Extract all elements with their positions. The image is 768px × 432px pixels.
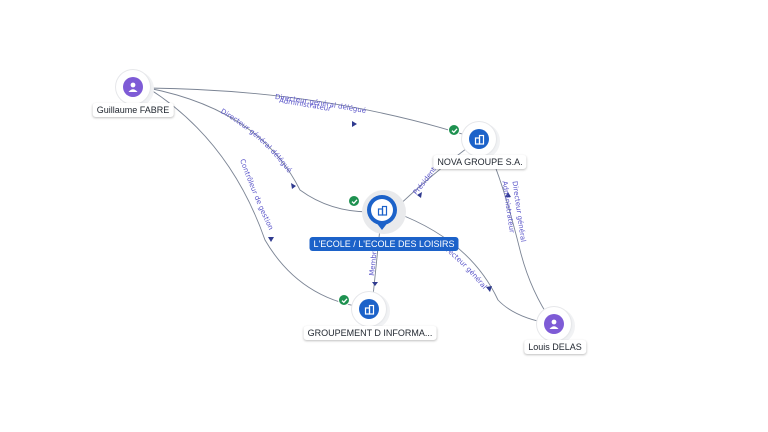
building-icon [469,129,489,149]
edge-label: Directeur général délégué [219,107,293,174]
building-icon [359,299,379,319]
edge-label: Contrôleur de gestion [238,158,275,231]
edge-guillaume-ecole[interactable] [147,87,371,213]
edge-label: Président [412,166,438,197]
node-label[interactable]: NOVA GROUPE S.A. [433,155,527,169]
edge-guillaume-nova[interactable] [147,87,482,141]
selected-pin [367,195,397,225]
person-icon [544,314,564,334]
arrowhead [505,192,511,197]
node-label[interactable]: GROUPEMENT D INFORMA... [303,326,437,340]
building-icon [371,199,393,221]
arrowhead [372,282,378,286]
arrowhead [417,192,422,198]
node-label-selected[interactable]: L'ECOLE / L'ECOLE DES LOISIRS [309,237,459,251]
verified-check-icon [448,124,460,136]
person-icon [123,77,143,97]
pin-tip [375,221,389,230]
arrowhead [486,286,492,292]
edge-guillaume-groupement[interactable] [147,87,369,309]
edge-louis-ecole[interactable] [393,211,553,325]
node-label[interactable]: Guillaume FABRE [92,103,174,117]
arrowhead [291,183,296,189]
verified-check-icon [348,195,360,207]
edge-label: Membre [368,247,379,276]
arrowhead [352,121,357,127]
edge-nova-ecole[interactable] [391,139,479,213]
node-label[interactable]: Louis DELAS [524,340,586,354]
arrowhead [268,237,274,242]
edge-label: Directeur général [511,181,528,243]
verified-check-icon [338,294,350,306]
